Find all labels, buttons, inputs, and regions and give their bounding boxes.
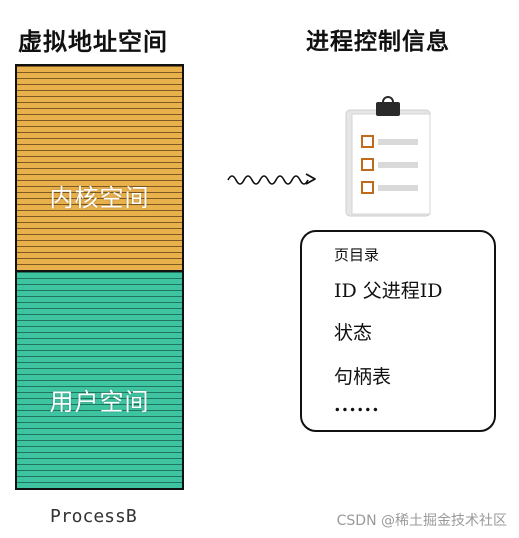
virtual-memory-column: 内核空间 用户空间: [15, 64, 184, 490]
kernel-space-block: 内核空间: [17, 66, 182, 272]
process-control-block-card: 页目录 ID 父进程ID 状态 句柄表 ......: [300, 230, 496, 432]
virtual-address-space-title: 虚拟地址空间: [18, 27, 168, 56]
id-parent-id-field: ID 父进程ID: [334, 280, 443, 302]
kernel-space-label: 内核空间: [49, 184, 150, 212]
page-directory-field: 页目录: [334, 246, 380, 264]
wavy-arrow-icon: [227, 173, 316, 185]
ellipsis-field: ......: [334, 394, 380, 416]
user-space-block: 用户空间: [17, 272, 182, 488]
watermark: CSDN @稀土掘金技术社区: [336, 513, 507, 529]
clipboard-checklist-icon: [345, 96, 431, 217]
handle-table-field: 句柄表: [334, 366, 392, 388]
process-name-label: ProcessB: [50, 506, 137, 527]
user-space-label: 用户空间: [49, 388, 150, 416]
process-control-info-title: 进程控制信息: [306, 28, 450, 55]
state-field: 状态: [334, 322, 373, 344]
